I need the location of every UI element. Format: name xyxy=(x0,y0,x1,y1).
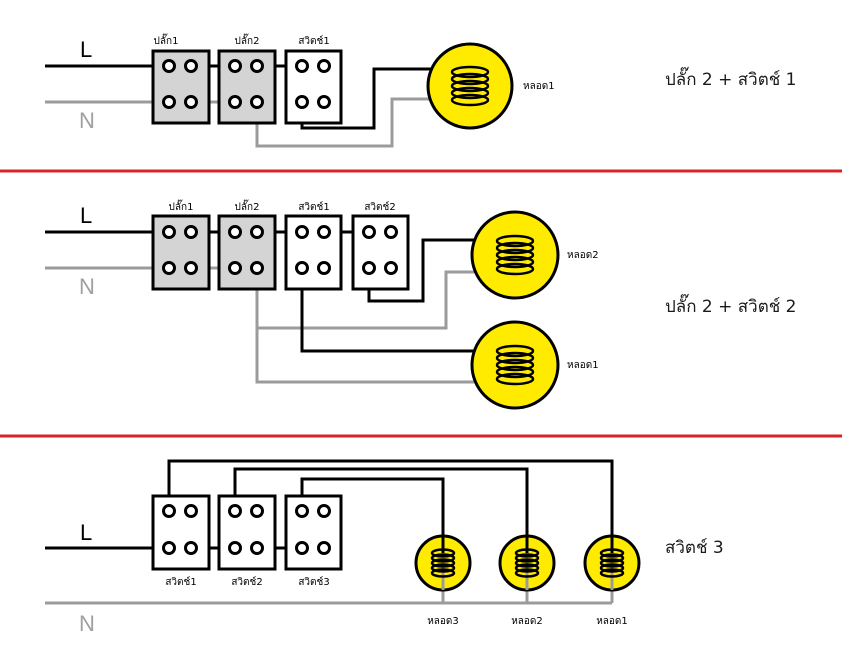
bulb-icon xyxy=(470,320,560,410)
bulb-icon xyxy=(498,534,556,592)
device-label: ปลั๊ก2 xyxy=(235,33,260,47)
neutral-label: N xyxy=(79,274,95,299)
live-label: L xyxy=(80,37,92,62)
switch1-to-bulb1-wire xyxy=(300,268,500,353)
switch1-to-bulb1-wire xyxy=(167,459,614,563)
plug-box-1 xyxy=(151,49,211,125)
terminals xyxy=(162,504,331,555)
device-label: สวิตช์1 xyxy=(298,35,329,47)
neutral-to-bulb2-wire xyxy=(255,268,500,330)
bulb-label: หลอด1 xyxy=(596,616,628,627)
device-label: ปลั๊ก1 xyxy=(154,33,179,47)
device-label: สวิตช์1 xyxy=(298,201,329,213)
device-label: สวิตช์1 xyxy=(165,576,196,588)
neutral-label: N xyxy=(79,108,95,133)
device-label: สวิตช์2 xyxy=(231,576,262,588)
section-title: ปลั๊ก 2 + สวิตช์ 2 xyxy=(665,293,797,317)
plug-box-2 xyxy=(217,214,277,291)
device-label: ปลั๊ก2 xyxy=(235,199,260,213)
switch-box-2 xyxy=(351,214,410,291)
device-label: สวิตช์2 xyxy=(364,201,395,213)
neutral-label: N xyxy=(79,611,95,636)
live-label: L xyxy=(80,520,92,545)
terminals xyxy=(162,59,331,109)
switch-box-1 xyxy=(284,49,343,125)
bulb-label: หลอด2 xyxy=(567,250,599,261)
section-2: L N ปลั๊ก1 ปลั๊ก2 สวิตช์1 สวิตช์2 หลอด2 … xyxy=(45,199,797,410)
bulb-label: หลอด1 xyxy=(567,360,599,371)
switch-box-2 xyxy=(217,494,277,571)
bulb-icon xyxy=(414,534,472,592)
section-1: L N ปลั๊ก1 ปลั๊ก2 สวิตช์1 หลอด1 ปลั๊ก 2 … xyxy=(45,33,797,148)
device-label: สวิตช์3 xyxy=(298,576,329,588)
bulb-label: หลอด1 xyxy=(523,81,555,92)
terminals xyxy=(162,225,398,275)
section-3: L N สวิตช์1 สวิตช์2 สวิตช์3 หลอด3 หลอด2 … xyxy=(45,459,724,636)
bulb-icon xyxy=(470,210,560,300)
plug-box-1 xyxy=(151,214,211,291)
switch-box-3 xyxy=(284,494,343,571)
plug-box-2 xyxy=(217,49,277,125)
neutral-to-bulb1-wire xyxy=(255,328,500,384)
device-label: ปลั๊ก1 xyxy=(169,199,194,213)
section-title: ปลั๊ก 2 + สวิตช์ 1 xyxy=(665,66,797,90)
switch2-to-bulb2-wire xyxy=(233,467,529,563)
section-title: สวิตช์ 3 xyxy=(665,538,724,558)
bulb-icon xyxy=(583,534,641,592)
bulb-label: หลอด2 xyxy=(511,616,543,627)
bulb-label: หลอด3 xyxy=(427,616,459,627)
switch-box-1 xyxy=(151,494,211,571)
bulb-icon xyxy=(426,42,514,130)
neutral-to-bulb-wire xyxy=(255,97,455,148)
live-label: L xyxy=(80,203,92,228)
switch-box-1 xyxy=(284,214,343,291)
